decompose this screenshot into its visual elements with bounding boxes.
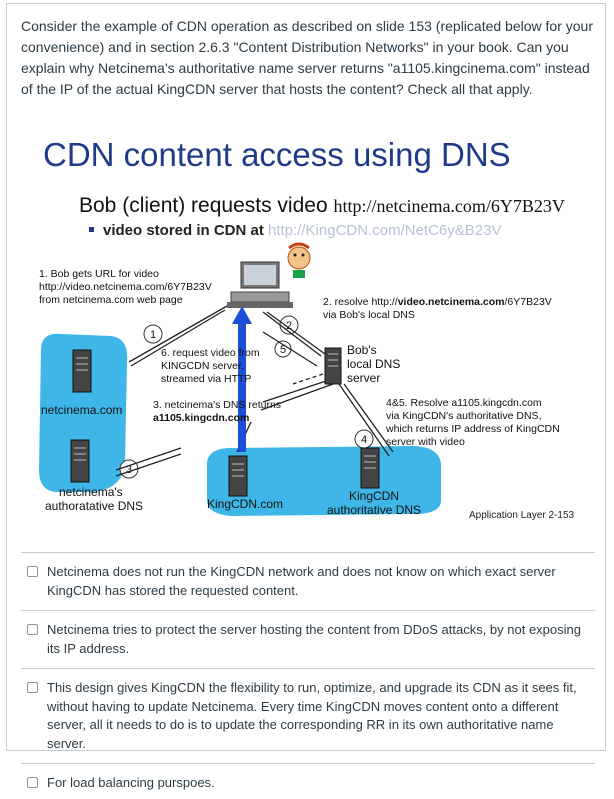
client-computer-icon xyxy=(227,261,293,308)
kingcdn-dns-server-icon xyxy=(360,447,380,489)
answer-label[interactable]: This design gives KingCDN the flexibilit… xyxy=(47,680,577,751)
step-number-3: 3 xyxy=(126,464,132,476)
step2-text: 2. resolve http://video.netcinema.com/6Y… xyxy=(323,296,555,321)
step-number-5: 5 xyxy=(280,344,286,356)
step-number-1: 1 xyxy=(150,329,156,341)
answer-option[interactable]: Netcinema does not run the KingCDN netwo… xyxy=(21,552,595,610)
bob-user-icon xyxy=(287,242,311,278)
answer-checkbox[interactable] xyxy=(27,566,38,577)
answer-label[interactable]: For load balancing purspoes. xyxy=(47,775,215,790)
answer-checkbox[interactable] xyxy=(27,624,38,635)
local-dns-server-icon xyxy=(324,347,342,385)
bullet-marker xyxy=(89,227,94,232)
answer-label[interactable]: Netcinema tries to protect the server ho… xyxy=(47,622,581,656)
local-dns-label: Bob's local DNS server xyxy=(347,343,404,385)
netcinema-label: netcinema.com xyxy=(41,403,122,417)
step-number-1-badge xyxy=(143,324,163,344)
step3-text: 3. netcinema's DNS returns a1105.kingcdn… xyxy=(153,399,284,424)
kingcdn-label: KingCDN.com xyxy=(207,497,283,511)
quiz-question-card: Consider the example of CDN operation as… xyxy=(6,3,606,790)
question-text: Consider the example of CDN operation as… xyxy=(21,18,593,97)
answer-checkbox[interactable] xyxy=(27,777,38,788)
slide-subtitle: Bob (client) requests video http://netci… xyxy=(79,194,565,217)
netcinema-dns-label: netcinema's authoratative DNS xyxy=(45,485,143,513)
slide-title: CDN content access using DNS xyxy=(43,136,511,173)
answer-options: Netcinema does not run the KingCDN netwo… xyxy=(21,552,595,799)
netcinema-region xyxy=(39,333,128,492)
netcinema-dns-server-icon xyxy=(70,439,90,483)
cdn-slide-image: CDN content access using DNS Bob (client… xyxy=(31,122,591,542)
answer-label[interactable]: Netcinema does not run the KingCDN netwo… xyxy=(47,564,556,598)
kingcdn-region xyxy=(207,446,441,516)
step6-text: 6. request video from KINGCDN server, st… xyxy=(161,347,263,385)
step45-text: 4&5. Resolve a1105.kingcdn.com via KingC… xyxy=(385,397,563,448)
kingcdn-dns-label: KingCDN authoritative DNS xyxy=(327,489,421,517)
cdn-diagram: CDN content access using DNS Bob (client… xyxy=(39,136,575,521)
answer-checkbox[interactable] xyxy=(27,682,38,693)
connector-lines xyxy=(115,305,394,477)
answer-option[interactable]: For load balancing purspoes. xyxy=(21,763,595,799)
http-stream-arrow xyxy=(232,306,252,452)
answer-option[interactable]: This design gives KingCDN the flexibilit… xyxy=(21,668,595,763)
step-number-4: 4 xyxy=(361,434,367,446)
slide-bullet: video stored in CDN at http://KingCDN.co… xyxy=(103,222,501,239)
step1-text: 1. Bob gets URL for video http://video.n… xyxy=(39,268,215,306)
netcinema-server-icon xyxy=(72,349,92,393)
step-number-2: 2 xyxy=(286,320,292,332)
slide-footer: Application Layer 2-153 xyxy=(469,510,575,521)
kingcdn-server-icon xyxy=(228,455,248,497)
answer-option[interactable]: Netcinema tries to protect the server ho… xyxy=(21,610,595,668)
